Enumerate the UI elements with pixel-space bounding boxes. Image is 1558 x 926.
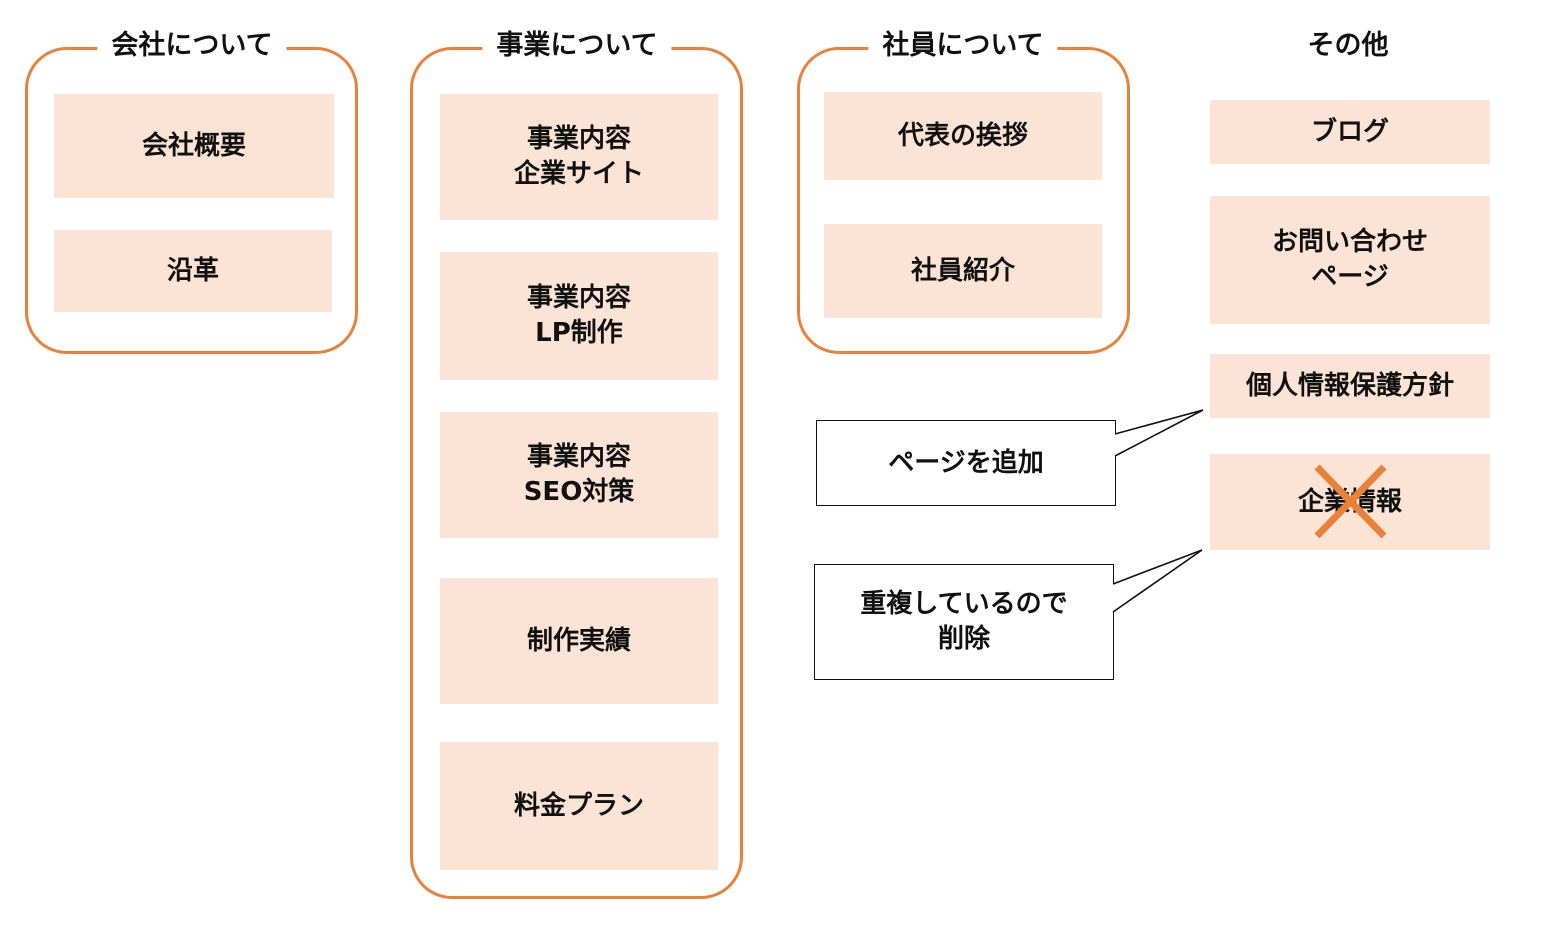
page-box-staff-introduction[interactable]: 社員紹介 xyxy=(824,224,1102,318)
page-box-business-corporate-site[interactable]: 事業内容 企業サイト xyxy=(440,94,718,220)
page-box-business-works[interactable]: 制作実績 xyxy=(440,578,718,704)
page-box-other-privacy-policy[interactable]: 個人情報保護方針 xyxy=(1210,354,1490,418)
page-box-other-company-info-deleted[interactable]: 企業情報 xyxy=(1210,454,1490,550)
group-business-title: 事業について xyxy=(482,29,672,63)
callout-add-page-tail xyxy=(1115,410,1203,456)
page-box-company-history[interactable]: 沿革 xyxy=(54,230,332,312)
callout-delete-tail-outline xyxy=(1112,549,1203,613)
group-other-title: その他 xyxy=(1307,30,1389,61)
group-company-title: 会社について xyxy=(97,29,287,63)
callout-delete-tail xyxy=(1113,550,1202,612)
page-box-business-seo[interactable]: 事業内容 SEO対策 xyxy=(440,412,718,538)
page-box-other-contact[interactable]: お問い合わせ ページ xyxy=(1210,196,1490,324)
callout-delete-duplicate: 重複しているので 削除 xyxy=(814,564,1114,680)
page-box-staff-greeting[interactable]: 代表の挨拶 xyxy=(824,92,1102,180)
page-box-company-overview[interactable]: 会社概要 xyxy=(54,94,334,198)
group-staff-title: 社員について xyxy=(868,29,1058,63)
callout-add-page: ページを追加 xyxy=(816,420,1116,506)
page-box-business-lp[interactable]: 事業内容 LP制作 xyxy=(440,252,718,380)
callout-add-page-tail-outline xyxy=(1114,409,1204,457)
page-box-other-blog[interactable]: ブログ xyxy=(1210,100,1490,164)
page-box-business-pricing[interactable]: 料金プラン xyxy=(440,742,718,870)
